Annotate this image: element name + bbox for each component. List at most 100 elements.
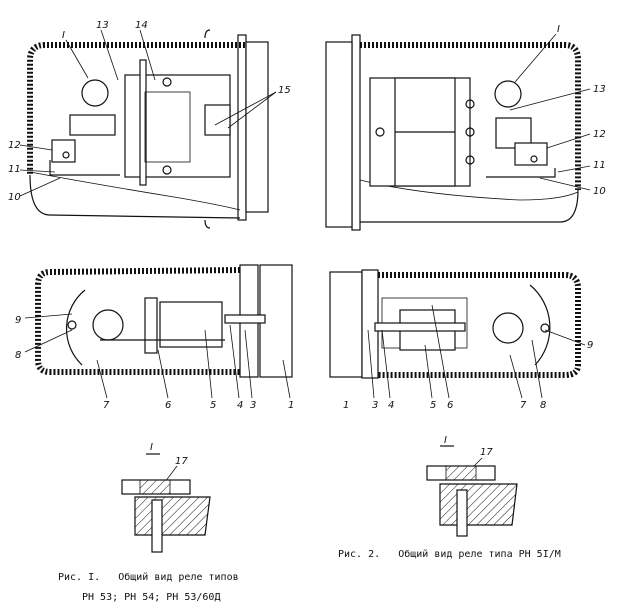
fig1-leader-9 bbox=[24, 313, 73, 319]
fig2-leader-5 bbox=[424, 344, 433, 399]
fig2-label-10: 10 bbox=[593, 186, 606, 197]
fig2-top-base-plate bbox=[351, 34, 361, 231]
fig2-top-screw-coil bbox=[375, 127, 385, 137]
fig2-label-12: 12 bbox=[593, 129, 606, 140]
fig1-label-4: 4 bbox=[237, 400, 243, 411]
fig2-top-screw-2 bbox=[465, 127, 475, 137]
fig2-detail-label-17: 17 bbox=[480, 447, 493, 458]
fig1-leader-I bbox=[65, 39, 89, 79]
fig1-label-14: 14 bbox=[135, 20, 148, 31]
fig2-leader-12 bbox=[546, 133, 591, 149]
fig1-label-1: 1 bbox=[288, 400, 294, 411]
fig2-label-8: 8 bbox=[540, 400, 546, 411]
fig1-label-7: 7 bbox=[103, 400, 110, 411]
fig2-top-bracket bbox=[514, 142, 548, 166]
fig1-top-hook-bottom bbox=[204, 219, 211, 229]
fig1-bottom-callouts: 9 8 7 6 5 4 3 1 bbox=[15, 313, 294, 411]
fig1-detail-view: I 17 bbox=[121, 442, 211, 553]
fig1-leader-5 bbox=[204, 329, 213, 399]
fig1-label-9: 9 bbox=[15, 315, 21, 326]
fig1-bottom-pivot bbox=[67, 320, 77, 330]
fig2-bottom-rotor bbox=[492, 312, 524, 344]
fig2-top-body-outline bbox=[360, 189, 579, 223]
fig2-top-socket bbox=[325, 41, 353, 228]
fig2-top-screw-1 bbox=[465, 99, 475, 109]
fig1-top-base-plate bbox=[237, 34, 247, 221]
fig1-top-armature bbox=[139, 59, 147, 186]
fig2-leader-I bbox=[514, 33, 557, 83]
fig1-leader-14 bbox=[139, 29, 156, 81]
fig1-label-10: 10 bbox=[8, 192, 21, 203]
fig1-detail-label-17: 17 bbox=[175, 456, 188, 467]
fig2-label-13: 13 bbox=[593, 84, 606, 95]
fig2-leader-4 bbox=[381, 329, 391, 399]
fig1-top-hook bbox=[204, 29, 211, 39]
fig2-label-9: 9 bbox=[587, 340, 593, 351]
fig1-top-callouts: I 13 14 15 12 11 10 bbox=[8, 20, 291, 203]
fig2-leader-11 bbox=[557, 165, 591, 173]
fig1-label-12: 12 bbox=[8, 140, 21, 151]
fig2-label-3: 3 bbox=[372, 400, 378, 411]
fig2-bottom-view bbox=[329, 269, 581, 379]
fig1-label-13: 13 bbox=[96, 20, 109, 31]
fig1-top-screw-1 bbox=[162, 77, 172, 87]
fig1-label-15: 15 bbox=[278, 85, 291, 96]
fig2-label-1: 1 bbox=[343, 400, 349, 411]
fig2-top-spring-plate bbox=[486, 168, 556, 178]
fig1-label-5: 5 bbox=[210, 400, 216, 411]
fig1-leader-3 bbox=[244, 329, 253, 399]
fig1-top-contact-bridge bbox=[69, 114, 116, 136]
fig1-detail-title: I bbox=[150, 442, 153, 453]
fig1-leader-11 bbox=[19, 169, 56, 173]
fig2-label-11: 11 bbox=[593, 160, 606, 171]
fig1-leader-12 bbox=[19, 144, 53, 151]
fig2-bottom-callouts: 1 3 4 5 6 7 8 9 bbox=[343, 304, 593, 411]
fig1-top-body-outline bbox=[29, 174, 241, 219]
fig1-detail-pin bbox=[151, 499, 163, 553]
fig1-leader-7 bbox=[96, 359, 108, 399]
fig2-label-7: 7 bbox=[520, 400, 527, 411]
fig1-bottom-shaft bbox=[224, 314, 266, 324]
fig1-bottom-view bbox=[35, 264, 293, 378]
fig2-leader-8 bbox=[531, 339, 543, 399]
fig1-detail-leader-17 bbox=[164, 465, 178, 483]
fig2-leader-13 bbox=[509, 88, 591, 111]
fig1-leader-13 bbox=[100, 29, 119, 81]
fig1-bottom-yoke bbox=[144, 297, 158, 354]
fig1-caption-line2: РН 53; РН 54; РН 53/60Д bbox=[82, 592, 221, 603]
fig2-caption: Рис. 2. Общий вид реле типа РН 5I/М bbox=[338, 549, 561, 560]
fig2-top-bracket-screw bbox=[530, 155, 538, 163]
fig1-leader-8 bbox=[24, 329, 73, 353]
fig1-caption-line1: Рис. I. Общий вид реле типов bbox=[58, 572, 239, 583]
fig1-top-spring-plate bbox=[49, 160, 120, 176]
fig1-leader-6 bbox=[157, 349, 169, 399]
fig2-top-screw-3 bbox=[465, 155, 475, 165]
fig1-top-socket bbox=[245, 41, 269, 213]
fig2-detail-pin bbox=[456, 489, 468, 537]
fig1-top-view bbox=[27, 29, 269, 229]
fig2-label-6: 6 bbox=[447, 400, 453, 411]
fig1-label-3: 3 bbox=[250, 400, 256, 411]
fig1-leader-10 bbox=[19, 177, 61, 197]
fig1-top-shell bbox=[27, 42, 245, 175]
fig2-bottom-shell bbox=[378, 272, 581, 378]
fig2-bottom-socket bbox=[329, 271, 363, 378]
fig1-top-bracket bbox=[51, 139, 76, 163]
fig1-top-screw-2 bbox=[162, 165, 172, 175]
fig1-label-I: I bbox=[62, 30, 65, 41]
fig1-leader-1 bbox=[282, 359, 291, 399]
fig2-leader-6 bbox=[431, 304, 450, 399]
fig2-detail-plate-hatch bbox=[445, 465, 477, 481]
fig2-leader-10 bbox=[539, 177, 591, 191]
fig1-detail-plate-hatch bbox=[139, 479, 171, 495]
fig1-top-contact-block bbox=[144, 91, 191, 163]
fig2-top-body-curve bbox=[359, 179, 579, 201]
fig2-top-callouts: I 13 12 11 10 bbox=[509, 24, 606, 197]
fig1-label-8: 8 bbox=[15, 350, 21, 361]
fig2-label-I: I bbox=[557, 24, 560, 35]
fig2-detail-body bbox=[439, 483, 518, 526]
fig1-top-bracket-screw bbox=[62, 151, 70, 159]
fig1-leader-15a bbox=[214, 91, 277, 126]
fig1-leader-15b bbox=[227, 91, 277, 129]
